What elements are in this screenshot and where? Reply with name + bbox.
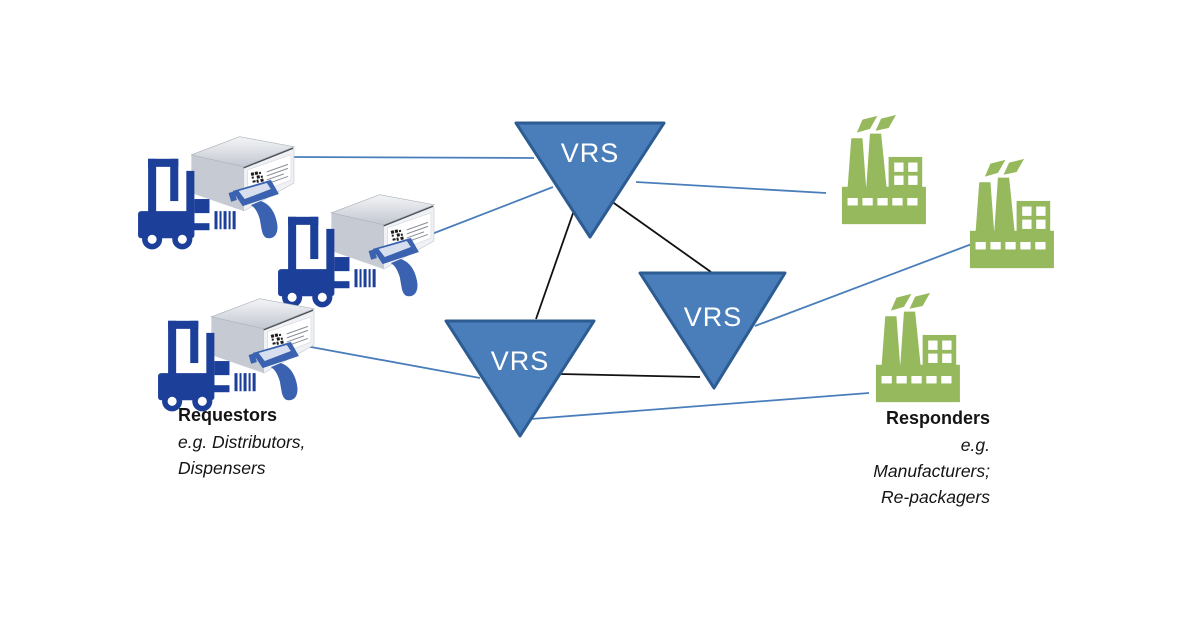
responders-subtitle-line2: Manufacturers;: [873, 461, 990, 481]
link-vrs-right-responder2: [754, 238, 986, 327]
vrs-node-label: VRS: [684, 302, 743, 332]
link-vrs-top-responder1: [635, 181, 827, 194]
responder-factory-1: [836, 114, 930, 226]
triangle-shape: [638, 271, 787, 390]
requestors-title: Requestors: [178, 405, 278, 425]
requestor-group-3: [152, 292, 318, 414]
link-vrs-bottom-responder3: [530, 392, 870, 420]
vrs-vrs-links: [535, 195, 712, 378]
responders-subtitle-line1: e.g.: [960, 435, 990, 455]
link-vrs-top-vrs-right: [603, 195, 712, 273]
vrs-node-right: VRS: [638, 271, 787, 390]
vrs-node-label: VRS: [491, 346, 550, 376]
vrs-node-bottom: VRS: [444, 319, 596, 438]
responders-subtitle-line3: Re-packagers: [881, 487, 990, 507]
link-requestor2-vrs-top: [423, 186, 554, 238]
requestors-label: Requestors e.g. Distributors, Dispensers: [178, 402, 388, 481]
link-vrs-bottom-vrs-right: [559, 373, 701, 378]
vrs-node-label: VRS: [561, 138, 620, 168]
requestors-subtitle-line2: Dispensers: [178, 458, 266, 478]
link-vrs-top-vrs-bottom: [535, 198, 579, 320]
triangle-shape: [444, 319, 596, 438]
responders-label: Responders e.g. Manufacturers; Re-packag…: [808, 405, 990, 510]
requestors-subtitle-line1: e.g. Distributors,: [178, 432, 306, 452]
triangle-shape: [514, 121, 666, 239]
responder-factory-3: [870, 292, 964, 404]
requestor-vrs-links: [292, 156, 554, 379]
link-requestor3-vrs-bottom: [299, 344, 481, 379]
vrs-responder-links: [530, 181, 986, 420]
link-requestor1-vrs-top: [292, 156, 535, 159]
responder-factory-2: [964, 158, 1058, 270]
vrs-node-top: VRS: [514, 121, 666, 239]
responders-title: Responders: [885, 408, 990, 428]
